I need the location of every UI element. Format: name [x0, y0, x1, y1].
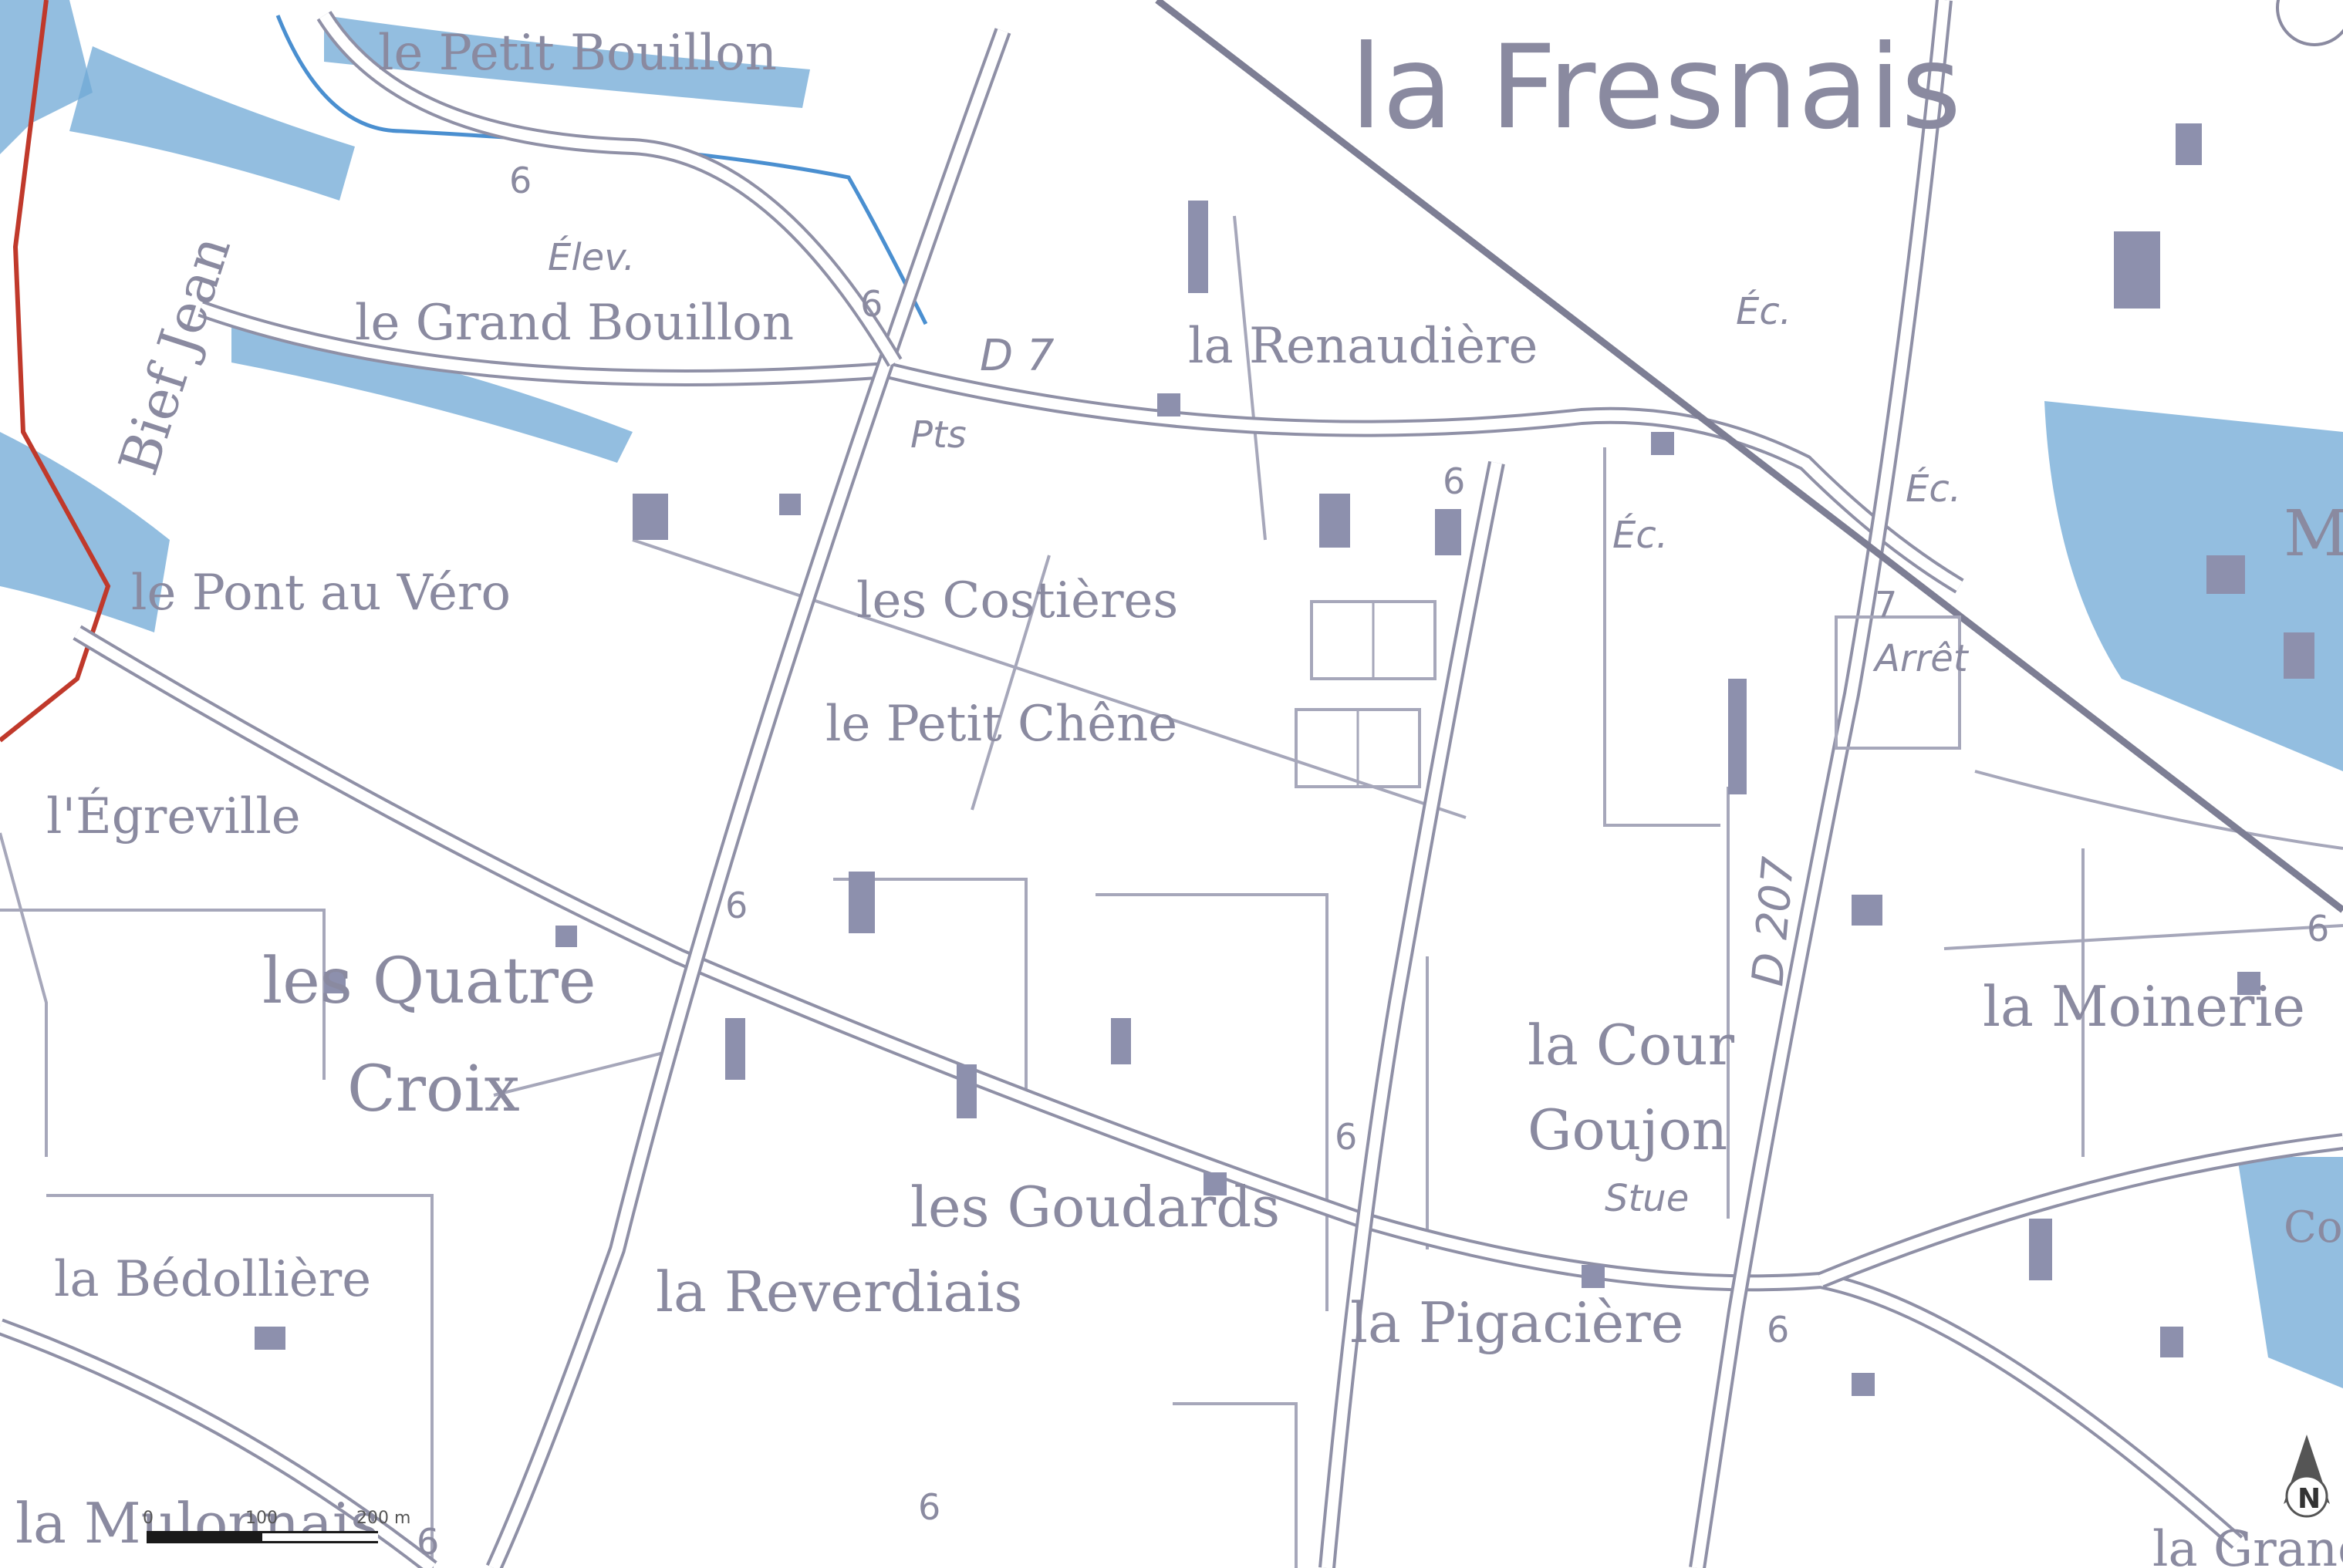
buildings	[255, 123, 2314, 1396]
elevation-mark: 6	[509, 160, 532, 201]
water-areas	[0, 0, 2343, 1388]
elevation-mark: 6	[2307, 908, 2329, 949]
field-parcels	[0, 215, 2343, 1568]
label-croix: Croix	[347, 1053, 520, 1126]
label-d207: D 207	[1743, 855, 1804, 988]
scale-label-0: 0	[143, 1509, 154, 1528]
label-pont-au-vero: le Pont au Véro	[131, 565, 511, 622]
elevation-mark: 6	[417, 1521, 439, 1563]
label-egreville: l'Égreville	[46, 787, 301, 845]
elevation-mark: 7	[1875, 584, 1897, 626]
label-grand-bouillon: le Grand Bouillon	[355, 295, 794, 352]
feature-labels: Élev. Pts Éc. Éc. Éc. Arrêt Stue	[548, 235, 1970, 1220]
scale-bar: 0 100 200 m	[143, 1509, 410, 1543]
stamp-seal	[2276, 0, 2343, 46]
label-goudards: les Goudards	[910, 1175, 1280, 1239]
north-label: N	[2297, 1483, 2321, 1515]
label-quatre: les Quatre	[262, 945, 596, 1018]
cemetery	[1835, 615, 1961, 750]
label-co-partial: Co	[2284, 1202, 2343, 1253]
elevation-mark: 6	[725, 885, 748, 926]
label-ec-3: Éc.	[1906, 467, 1961, 511]
label-petit-chene: le Petit Chêne	[825, 696, 1177, 753]
label-ec-1: Éc.	[1736, 289, 1791, 333]
scale-label-200: 200 m	[356, 1509, 410, 1528]
elevation-mark: 6	[1443, 460, 1465, 502]
elevation-labels: 6 6 6 6 6 6 6 6 7 6	[417, 160, 2329, 1563]
label-costieres: les Costières	[856, 572, 1178, 629]
label-elev: Élev.	[548, 235, 635, 279]
elevation-mark: 6	[918, 1486, 940, 1528]
label-arret: Arrêt	[1872, 637, 1970, 680]
north-arrow-icon: N	[2284, 1435, 2330, 1518]
label-renaudiere: la Renaudière	[1188, 318, 1538, 375]
label-pigaciere: la Pigacière	[1350, 1290, 1683, 1355]
label-grande: la Grande	[2152, 1521, 2343, 1568]
elevation-mark: 6	[1767, 1309, 1789, 1351]
town-name: la Fresnais	[1350, 21, 1961, 155]
elevation-mark: 6	[860, 283, 883, 325]
boundary-line	[0, 0, 111, 743]
scale-label-100: 100	[245, 1509, 278, 1528]
sports-fields	[1295, 600, 1437, 788]
label-reverdiais: la Reverdiais	[656, 1259, 1022, 1324]
label-ec-2: Éc.	[1612, 513, 1668, 557]
label-cour: la Cour	[1528, 1013, 1735, 1077]
label-goujon: Goujon	[1528, 1098, 1727, 1162]
label-d7: D 7	[980, 331, 1055, 381]
road-labels: D 7 D 207	[980, 331, 1805, 988]
label-m-partial: M	[2284, 497, 2343, 571]
label-mulonnais: la Mulonnais	[15, 1491, 379, 1556]
label-bedolliere: la Bédollière	[54, 1251, 371, 1308]
elevation-mark: 6	[1335, 1116, 1357, 1158]
label-moinerie: la Moinerie	[1983, 974, 2305, 1039]
label-stue: Stue	[1605, 1177, 1689, 1220]
label-pts: Pts	[910, 413, 967, 457]
place-labels: la Fresnais le Petit Bouillon le Grand B…	[15, 21, 2343, 1568]
label-petit-bouillon: le Petit Bouillon	[378, 25, 777, 82]
